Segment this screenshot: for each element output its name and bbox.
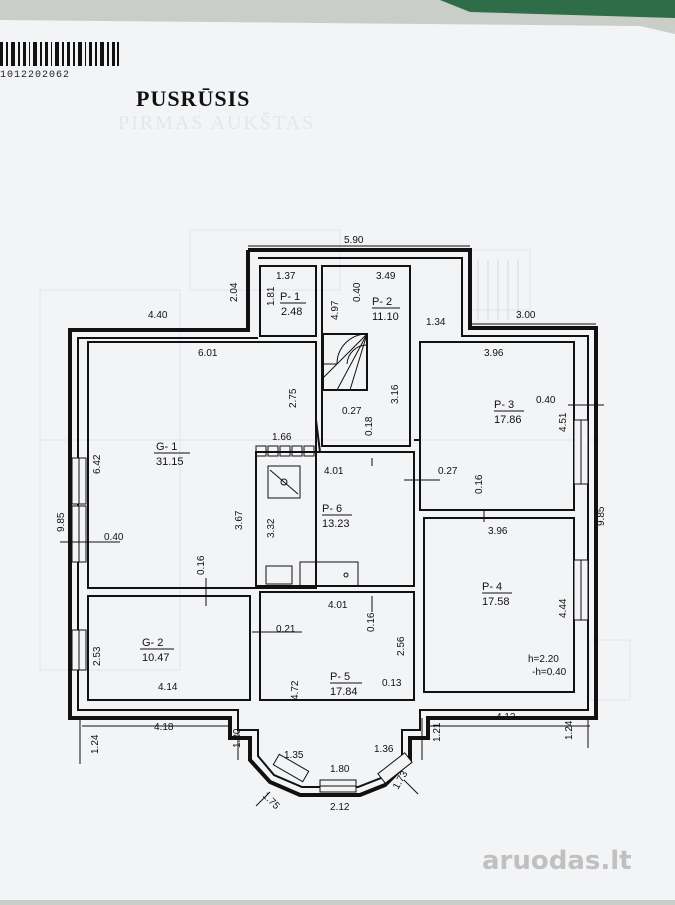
folder-edge (440, 0, 675, 18)
dim-label: 4.18 (154, 722, 174, 733)
outer-wall (68, 248, 598, 797)
dim-label: 0.13 (382, 678, 402, 689)
dim-label: 5.90 (344, 235, 364, 246)
watermark-logo: aruodas.lt (482, 846, 632, 876)
dim-label: 9.85 (596, 506, 607, 526)
room-id-p2: P- 2 (372, 296, 392, 308)
bathtub (299, 561, 359, 587)
room-id-g2: G- 2 (142, 637, 163, 649)
dim-label: 4.44 (558, 598, 569, 618)
dim-label: 0.16 (366, 612, 377, 632)
dim-label: 1.21 (432, 722, 443, 742)
room-area-p6: 13.23 (322, 518, 350, 530)
paper (0, 20, 675, 900)
room-id-p1: P- 1 (280, 291, 300, 303)
page-title: PUSRŪSIS (136, 86, 251, 111)
room-id-g1: G- 1 (156, 441, 177, 453)
room-area-g2: 10.47 (142, 652, 170, 664)
dim-label: 3.16 (390, 384, 401, 404)
room-area-p2: 11.10 (372, 311, 399, 323)
dim-label: 4.14 (158, 682, 178, 693)
dim-label: 2.75 (288, 388, 299, 408)
dim-label: 3.32 (266, 518, 277, 538)
ghost-title: PIRMAS AUKŠTAS (118, 112, 316, 134)
dim-label: 1.37 (276, 271, 296, 282)
barcode (0, 42, 119, 66)
dim-label: 1.34 (426, 317, 446, 328)
dim-label: 3.67 (234, 510, 245, 530)
dim-label: 0.40 (536, 395, 556, 406)
dim-label: 4.12 (496, 712, 516, 723)
dim-label: 1.80 (330, 764, 350, 775)
dim-label: 4.97 (330, 300, 341, 320)
dim-label: 1.36 (374, 744, 394, 755)
room-area-g1: 31.15 (156, 456, 184, 468)
tile-strip (255, 445, 315, 457)
dim-label: 3.00 (516, 310, 536, 321)
windows (71, 419, 589, 793)
barcode-number: 1012202062 (0, 70, 71, 81)
dim-label: 1.81 (266, 286, 277, 306)
dim-label: 4.51 (558, 412, 569, 432)
dim-label: 0.16 (474, 474, 485, 494)
dim-label: 2.12 (330, 802, 350, 813)
height-notes: h=2.20 -h=0.40 (528, 654, 567, 678)
dim-label: 4.40 (148, 310, 168, 321)
room-id-p5: P- 5 (330, 671, 350, 683)
height-note: -h=0.40 (532, 667, 567, 678)
dim-label: 0.16 (196, 555, 207, 575)
fixtures (265, 465, 359, 587)
dimension-lines (60, 245, 604, 807)
boiler (267, 465, 301, 499)
dim-label: 4.01 (324, 466, 344, 477)
sink (265, 565, 293, 585)
dim-label: 6.01 (198, 348, 218, 359)
dim-label: 2.04 (229, 282, 240, 302)
room-area-p1: 2.48 (281, 306, 302, 318)
dim-label: 9.85 (56, 512, 67, 532)
room-id-p6: P- 6 (322, 503, 342, 515)
dim-label: 0.27 (342, 406, 362, 417)
dim-label: 1.24 (90, 734, 101, 754)
dim-label: 0.27 (438, 466, 458, 477)
dim-label: 2.56 (396, 636, 407, 656)
ghost-stair (477, 260, 519, 320)
dim-label: 1.35 (284, 750, 304, 761)
dim-label: 2.53 (92, 646, 103, 666)
dim-label: 4.72 (290, 680, 301, 700)
dim-label: 1.20 (232, 728, 243, 748)
room-labels: P- 1 2.48 P- 2 11.10 P- 3 17.86 P- 4 17.… (140, 291, 524, 698)
room-area-p3: 17.86 (494, 414, 522, 426)
room-id-p4: P- 4 (482, 581, 502, 593)
staircase (322, 333, 368, 391)
dim-label: 1.66 (272, 432, 292, 443)
dim-label: 4.01 (328, 600, 348, 611)
room-id-p3: P- 3 (494, 399, 514, 411)
room-area-p5: 17.84 (330, 686, 358, 698)
dim-label: 0.40 (352, 282, 363, 302)
inner-wall (77, 257, 589, 788)
dim-label: 0.40 (104, 532, 124, 543)
height-note: h=2.20 (528, 654, 559, 665)
dim-label: 0.18 (364, 416, 375, 436)
dim-label: 3.49 (376, 271, 396, 282)
dim-label: 3.96 (488, 526, 508, 537)
dim-label: 6.42 (92, 454, 103, 474)
dim-label: 1.24 (564, 720, 575, 740)
dim-label: 3.96 (484, 348, 504, 359)
dim-label: 0.21 (276, 624, 296, 635)
room-area-p4: 17.58 (482, 596, 510, 608)
walls (68, 248, 598, 797)
